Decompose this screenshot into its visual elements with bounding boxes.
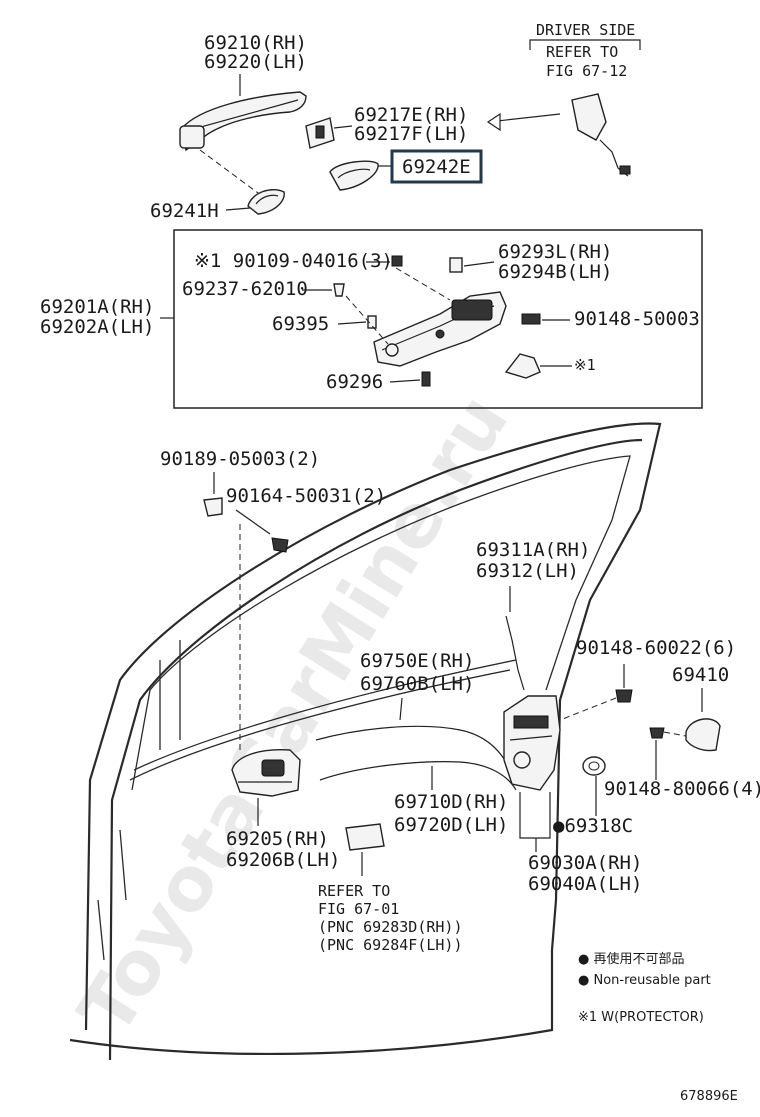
leader-90164	[235, 509, 271, 535]
leader-69030a	[519, 792, 551, 839]
grommet-69318c-illustration[interactable]	[582, 756, 606, 776]
label-69210[interactable]: 69210(RH)	[204, 32, 307, 54]
driver-side-reference: DRIVER SIDE REFER TO FIG 67-12	[529, 21, 641, 80]
leader-69293l	[463, 261, 495, 267]
legend-en: ● Non-reusable part	[578, 973, 711, 988]
leader-69241h	[225, 207, 251, 211]
label-69311a[interactable]: 69311A(RH)	[476, 539, 590, 561]
ref2-line4: (PNC 69284F(LH))	[318, 936, 463, 954]
label-69206b[interactable]: 69206B(LH)	[226, 849, 340, 871]
label-69241h[interactable]: 69241H	[150, 200, 219, 222]
label-90109[interactable]: ※1 90109-04016(3)	[194, 250, 393, 272]
dash-screw	[395, 267, 451, 301]
driver-side-ref2: FIG 67-12	[546, 62, 627, 80]
cable-69710d[interactable]	[319, 761, 517, 791]
bezel-reference-part[interactable]	[345, 823, 385, 851]
label-90148-80066[interactable]: 90148-80066(4)	[604, 778, 760, 800]
label-69760b[interactable]: 69760B(LH)	[360, 673, 474, 695]
legend-jp: ● 再使用不可部品	[578, 951, 684, 967]
label-69410[interactable]: 69410	[672, 664, 729, 686]
leader-69217	[333, 125, 353, 129]
label-69040a[interactable]: 69040A(LH)	[528, 873, 642, 895]
highlight-box-69242e	[390, 149, 483, 184]
rod-69311a[interactable]	[505, 615, 525, 691]
label-69220[interactable]: 69220(LH)	[204, 51, 307, 73]
pad-69241h-illustration[interactable]	[247, 188, 285, 215]
dash-striker	[663, 731, 687, 737]
label-69312[interactable]: 69312(LH)	[476, 560, 579, 582]
part-69395[interactable]	[367, 315, 377, 329]
clip-90189[interactable]	[203, 497, 223, 517]
screw-90164[interactable]	[271, 537, 289, 553]
bolt-90148-60022[interactable]	[615, 689, 633, 703]
screw-90148-80066[interactable]	[649, 727, 665, 739]
legend-protector: ※1 W(PROTECTOR)	[578, 1010, 704, 1025]
key-cylinder-illustration[interactable]	[571, 93, 631, 177]
driver-side-title: DRIVER SIDE	[536, 21, 635, 39]
door-lock-69030a-illustration[interactable]	[503, 695, 561, 791]
dash-90148-60022	[559, 697, 617, 721]
label-90164[interactable]: 90164-50031(2)	[226, 485, 386, 507]
label-69205[interactable]: 69205(RH)	[226, 828, 329, 850]
label-69217f[interactable]: 69217F(LH)	[354, 123, 468, 145]
label-69202a[interactable]: 69202A(LH)	[40, 316, 154, 338]
dash-69237	[345, 295, 389, 345]
label-69296[interactable]: 69296	[326, 371, 383, 393]
part-69293l[interactable]	[449, 257, 463, 273]
label-69293l[interactable]: 69293L(RH)	[498, 241, 612, 263]
label-69750e[interactable]: 69750E(RH)	[360, 650, 474, 672]
cable-69750e[interactable]	[315, 725, 511, 771]
leader-69750e	[399, 697, 403, 721]
driver-side-ref1: REFER TO	[546, 43, 618, 61]
label-69030a[interactable]: 69030A(RH)	[528, 852, 642, 874]
part-69237[interactable]	[333, 283, 345, 297]
screw-90109[interactable]	[391, 255, 403, 267]
label-69720d[interactable]: 69720D(LH)	[394, 814, 508, 836]
cover-69217-illustration[interactable]	[305, 117, 335, 149]
bolt-90148-50003[interactable]	[521, 313, 541, 325]
label-x1[interactable]: ※1	[574, 356, 596, 374]
ref2-line3: (PNC 69283D(RH))	[318, 918, 463, 936]
label-90148-60022[interactable]: 90148-60022(6)	[576, 637, 736, 659]
label-90148-50003[interactable]: 90148-50003	[574, 308, 700, 330]
handle-frame-illustration[interactable]	[373, 291, 507, 367]
label-69242e[interactable]: 69242E	[402, 156, 471, 178]
outside-handle-illustration[interactable]	[179, 91, 307, 152]
label-69201a[interactable]: 69201A(RH)	[40, 296, 154, 318]
label-90189[interactable]: 90189-05003(2)	[160, 448, 320, 470]
assembly-frame	[173, 229, 703, 409]
label-69710d[interactable]: 69710D(RH)	[394, 791, 508, 813]
label-69395[interactable]: 69395	[272, 313, 329, 335]
label-69237[interactable]: 69237-62010	[182, 278, 308, 300]
ref2-line2: FIG 67-01	[318, 900, 399, 918]
leader-69296	[389, 379, 421, 383]
protector-part[interactable]	[504, 353, 541, 379]
illustration-id: 678896E	[680, 1089, 738, 1104]
label-69318c[interactable]: ●69318C	[553, 815, 633, 837]
label-69217e[interactable]: 69217E(RH)	[354, 104, 468, 126]
striker-69410[interactable]	[685, 718, 721, 752]
leader-dash-69241h	[199, 149, 263, 197]
door-outline	[69, 422, 662, 1061]
inside-handle-69205-illustration[interactable]	[231, 748, 301, 797]
part-69296[interactable]	[421, 371, 431, 387]
ref2-line1: REFER TO	[318, 882, 390, 900]
leader-69395	[337, 321, 367, 325]
gasket-69242e-illustration[interactable]	[329, 160, 379, 191]
label-69294b[interactable]: 69294B(LH)	[498, 261, 612, 283]
